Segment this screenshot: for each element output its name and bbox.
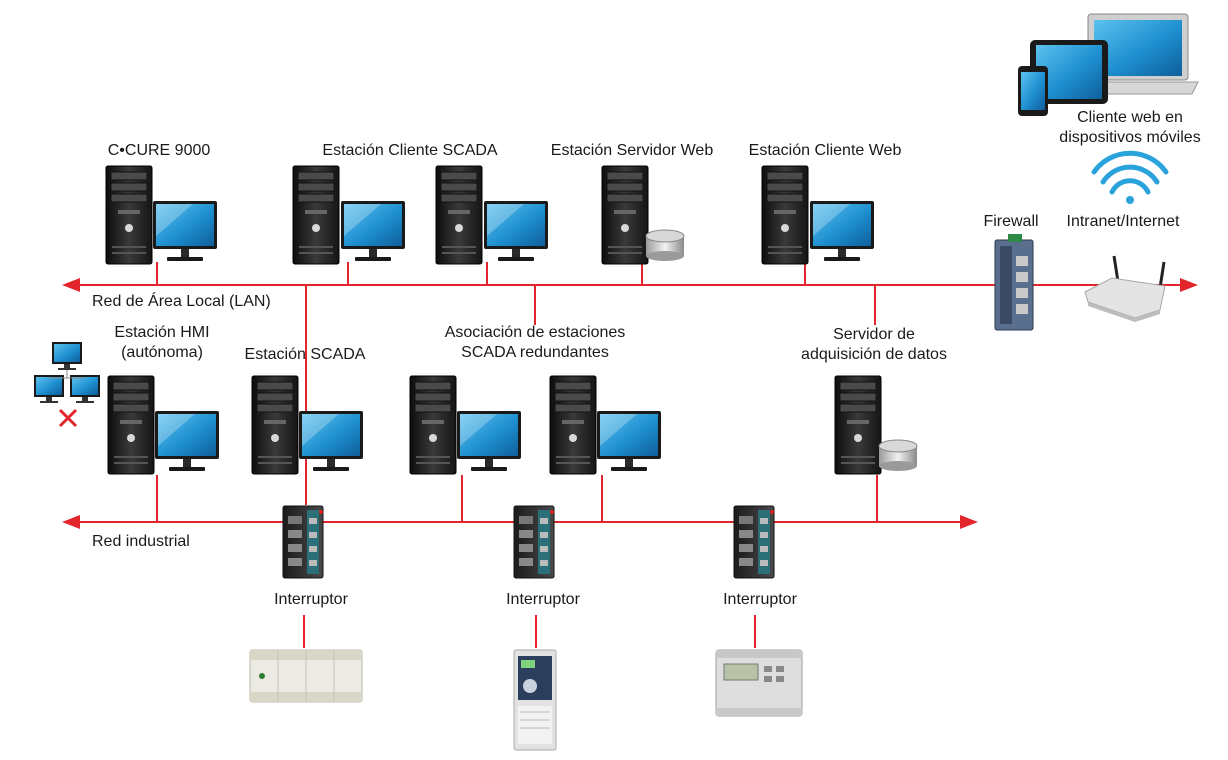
- computer-tower-icon: [549, 375, 597, 475]
- scada-client-station-2: [435, 165, 548, 265]
- firewall-icon: [994, 234, 1034, 331]
- hmi-label-line2: (autónoma): [121, 344, 203, 361]
- mobile-client-label: Cliente web en dispositivos móviles: [1059, 108, 1200, 148]
- redundant-scada-station-2: [549, 375, 661, 475]
- wifi-icon: [1091, 150, 1169, 204]
- monitor-icon: [457, 411, 521, 471]
- hmi-label: Estación HMI (autónoma): [114, 323, 209, 363]
- mobile-client-label-line2: dispositivos móviles: [1059, 129, 1201, 146]
- industrial-arrow-right: [960, 515, 978, 529]
- data-server-station: [834, 375, 918, 475]
- redundant-scada-label-line2: SCADA redundantes: [461, 344, 609, 361]
- monitor-icon: [810, 201, 874, 261]
- monitor-icon: [299, 411, 363, 471]
- computer-tower-icon: [834, 375, 882, 475]
- plc-icon-3: [715, 649, 803, 717]
- industrial-label: Red industrial: [92, 533, 190, 550]
- web-client-station: [761, 165, 874, 265]
- switch-icon: [282, 505, 324, 579]
- switch-label-3: Interruptor: [723, 591, 797, 608]
- scada-client-label: Estación Cliente SCADA: [322, 142, 498, 159]
- phone-icon: [1018, 66, 1048, 116]
- monitor-icon: [484, 201, 548, 261]
- web-client-label: Estación Cliente Web: [748, 142, 902, 159]
- switch-label-2: Interruptor: [506, 591, 580, 608]
- monitor-icon: [34, 375, 64, 403]
- lan-arrow-right: [1180, 278, 1198, 292]
- hmi-label-line1: Estación HMI: [114, 324, 210, 341]
- monitor-icon: [70, 375, 100, 403]
- router-icon: [1084, 255, 1166, 322]
- mobile-client-label-line1: Cliente web en: [1077, 109, 1183, 126]
- industrial-arrow-left: [62, 515, 80, 529]
- lan-arrow-left: [62, 278, 80, 292]
- switch-icon: [513, 505, 555, 579]
- redundant-scada-label-line1: Asociación de estaciones: [444, 324, 626, 341]
- ccure-station: [105, 165, 217, 265]
- monitor-icon: [155, 411, 219, 471]
- web-server-label: Estación Servidor Web: [550, 142, 714, 159]
- hmi-station: [107, 375, 219, 475]
- computer-tower-icon: [761, 165, 809, 265]
- database-icon: [645, 229, 685, 262]
- monitor-icon: [52, 342, 82, 370]
- monitor-icon: [597, 411, 661, 471]
- scada-station: [251, 375, 363, 475]
- plc-icon-2: [513, 649, 557, 751]
- data-server-label-line1: Servidor de: [833, 326, 915, 343]
- lan-label: Red de Área Local (LAN): [92, 293, 271, 310]
- monitor-icon: [153, 201, 217, 261]
- intranet-label: Intranet/Internet: [1066, 213, 1180, 230]
- scada-client-station-1: [292, 165, 405, 265]
- firewall-label: Firewall: [983, 213, 1039, 230]
- computer-tower-icon: [601, 165, 649, 265]
- redundant-scada-station-1: [409, 375, 521, 475]
- mobile-devices: [1018, 13, 1199, 116]
- switch-icon: [733, 505, 775, 579]
- scada-station-label: Estación SCADA: [244, 346, 366, 363]
- plc-icon-1: [249, 649, 363, 703]
- data-server-label-line2: adquisición de datos: [801, 346, 947, 363]
- computer-tower-icon: [251, 375, 299, 475]
- computer-tower-icon: [105, 165, 153, 265]
- data-server-label: Servidor de adquisición de datos: [801, 325, 947, 365]
- small-hmi-cluster: [34, 342, 100, 428]
- monitor-icon: [341, 201, 405, 261]
- database-icon: [878, 439, 918, 472]
- red-x-icon: [58, 408, 78, 428]
- ccure-label: C•CURE 9000: [107, 142, 211, 159]
- switch-label-1: Interruptor: [274, 591, 348, 608]
- computer-tower-icon: [292, 165, 340, 265]
- web-server-station: [601, 165, 685, 265]
- computer-tower-icon: [435, 165, 483, 265]
- computer-tower-icon: [107, 375, 155, 475]
- computer-tower-icon: [409, 375, 457, 475]
- redundant-scada-label: Asociación de estaciones SCADA redundant…: [445, 323, 626, 363]
